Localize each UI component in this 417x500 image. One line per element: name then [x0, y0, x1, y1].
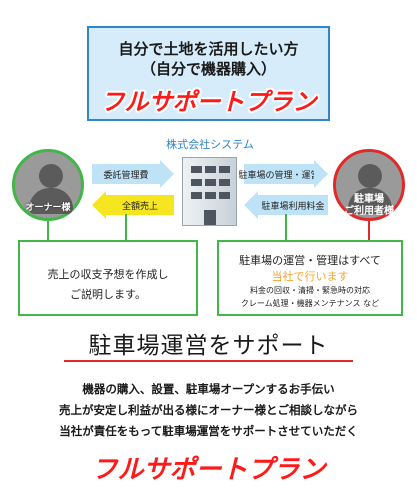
target-description: 自分で土地を活用したい方: [118, 40, 299, 58]
section-headline: 駐車場運営をサポート: [88, 333, 329, 359]
arrow-management-fee-label: 委託管理費: [92, 164, 160, 184]
user-label-line1: 駐車場: [354, 194, 384, 205]
headline-underline: [64, 360, 353, 362]
user-label-line2: ご利用者様: [344, 206, 394, 217]
plan-name: フルサポートプラン: [100, 88, 317, 116]
purchase-note: （自分で機器購入）: [140, 60, 276, 78]
body-line1: 機器の購入、設置、駐車場オープンするお手伝い: [82, 382, 335, 396]
arrow-parking-fee: 駐車場利用料金: [244, 191, 328, 219]
arrow-parking-management-label: 駐車場の管理・運営: [239, 164, 320, 184]
arrow-total-sales-label: 全額売上: [106, 195, 174, 215]
person-icon: [39, 164, 63, 188]
connector-user: [368, 221, 370, 241]
parking-user-avatar: 駐車場 ご利用者様: [333, 149, 405, 221]
owner-label: オーナー様: [25, 203, 71, 213]
bottom-plan-name: フルサポートプラン: [91, 455, 326, 485]
forecast-line2: ご説明します。: [70, 288, 146, 301]
arrow-total-sales: 全額売上: [92, 191, 174, 219]
arrow-management-fee: 委託管理費: [92, 160, 174, 188]
arrow-parking-fee-label: 駐車場利用料金: [258, 195, 328, 215]
owner-avatar: オーナー様: [12, 149, 84, 221]
operations-line2: 当社で行います: [271, 270, 349, 283]
building-icon: [182, 157, 237, 226]
body-line3: 当社が責任をもって駐車場運営をサポートさせていただく: [59, 424, 358, 438]
forecast-line1: 売上の収支予想を作成し: [47, 268, 169, 281]
operations-line1: 駐車場の運営・管理はすべて: [239, 254, 381, 267]
arrow-parking-management: 駐車場の管理・運営: [239, 160, 328, 188]
body-line2: 売上が安定し利益が出る様にオーナー様とご相談しながら: [59, 403, 358, 417]
person-icon: [358, 164, 382, 188]
connector-management: [285, 214, 287, 241]
connector-owner: [47, 221, 49, 241]
connector-sales: [125, 214, 127, 241]
operations-line3: 料金の回収・清掃・緊急時の対応: [250, 286, 370, 295]
plan-title-box: 自分で土地を活用したい方 （自分で機器購入） フルサポートプラン: [87, 26, 330, 121]
company-label: 株式会社システム: [166, 138, 254, 151]
operations-line4: クレーム処理・機器メンテナンス など: [240, 299, 380, 308]
revenue-forecast-box: 売上の収支予想を作成し ご説明します。: [18, 240, 198, 316]
operations-box: 駐車場の運営・管理はすべて 当社で行います 料金の回収・清掃・緊急時の対応 クレ…: [217, 240, 403, 316]
